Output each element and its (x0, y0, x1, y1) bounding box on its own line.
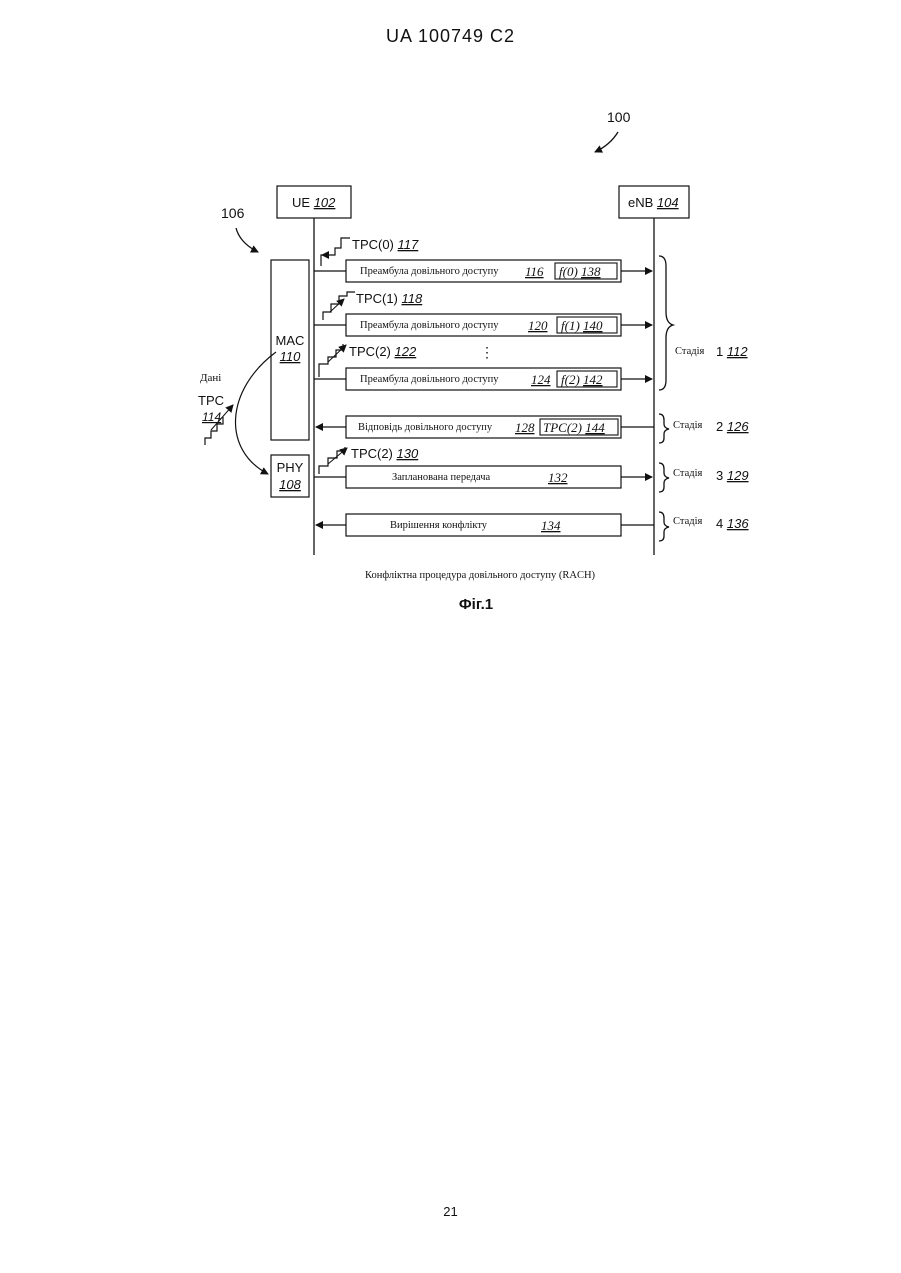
msg3-label: Преамбула довільного доступу (360, 374, 499, 385)
msg1-ref: 116 (525, 264, 544, 279)
tpc2-arrow (328, 345, 346, 362)
tpc2-staircase-icon (319, 344, 343, 377)
msg5-label: Запланована передача (392, 472, 490, 483)
msg6-label: Вирішення конфлікту (390, 520, 488, 531)
stage1-num: 1 112 (716, 344, 748, 359)
mac-ref: 110 (280, 349, 301, 364)
mac-to-phy-arrow (236, 352, 276, 474)
mac-label: MAC (276, 333, 305, 348)
tpc2-label: TPC(2) 122 (349, 344, 417, 359)
enb-label: eNB 104 (628, 195, 679, 210)
stage1-brace (659, 256, 673, 390)
stage4-brace (659, 512, 669, 541)
stage3-brace (659, 463, 669, 492)
ref-106-arrow (236, 228, 258, 252)
msg1-label: Преамбула довільного доступу (360, 266, 499, 277)
stage2-num: 2 126 (716, 419, 749, 434)
continuation-dots: ⋮ (480, 344, 494, 360)
page-number: 21 (0, 1204, 901, 1219)
stage4-label: Стадія (673, 516, 703, 527)
stage1-label: Стадія (675, 346, 705, 357)
msg2-ref: 120 (528, 318, 548, 333)
tpc1-label: TPC(1) 118 (356, 291, 423, 306)
stage4-num: 4 136 (716, 516, 749, 531)
stage2-label: Стадія (673, 420, 703, 431)
stage2-brace (659, 414, 669, 443)
msg4-label: Відповідь довільного доступу (358, 422, 493, 433)
ref-106: 106 (221, 205, 245, 221)
msg4-sub: TPC(2) 144 (543, 420, 605, 435)
msg4-ref: 128 (515, 420, 535, 435)
msg3-ref: 124 (531, 372, 551, 387)
ue-label: UE 102 (292, 195, 336, 210)
msg5-ref: 132 (548, 470, 568, 485)
phy-ref: 108 (279, 477, 301, 492)
data-tpc-line1: Дані (200, 372, 221, 384)
figure-label: Фіг.1 (459, 596, 493, 613)
stage3-num: 3 129 (716, 468, 749, 483)
figure-caption: Конфліктна процедура довільного доступу … (365, 570, 596, 581)
msg3-sub: f(2) 142 (561, 372, 603, 387)
tpc1-arrow (330, 299, 344, 312)
stage3-label: Стадія (673, 468, 703, 479)
msg2-label: Преамбула довільного доступу (360, 320, 499, 331)
figure-ref-arrow (595, 132, 618, 152)
tpc0-label: TPC(0) 117 (352, 237, 419, 252)
msg2-sub: f(1) 140 (561, 318, 603, 333)
msg1-sub: f(0) 138 (559, 264, 601, 279)
tpc2b-label: TPC(2) 130 (351, 446, 419, 461)
msg6-ref: 134 (541, 518, 561, 533)
phy-label: PHY (277, 460, 304, 475)
figure-ref-100: 100 (607, 109, 631, 125)
data-tpc-line2: TPC (198, 393, 224, 408)
